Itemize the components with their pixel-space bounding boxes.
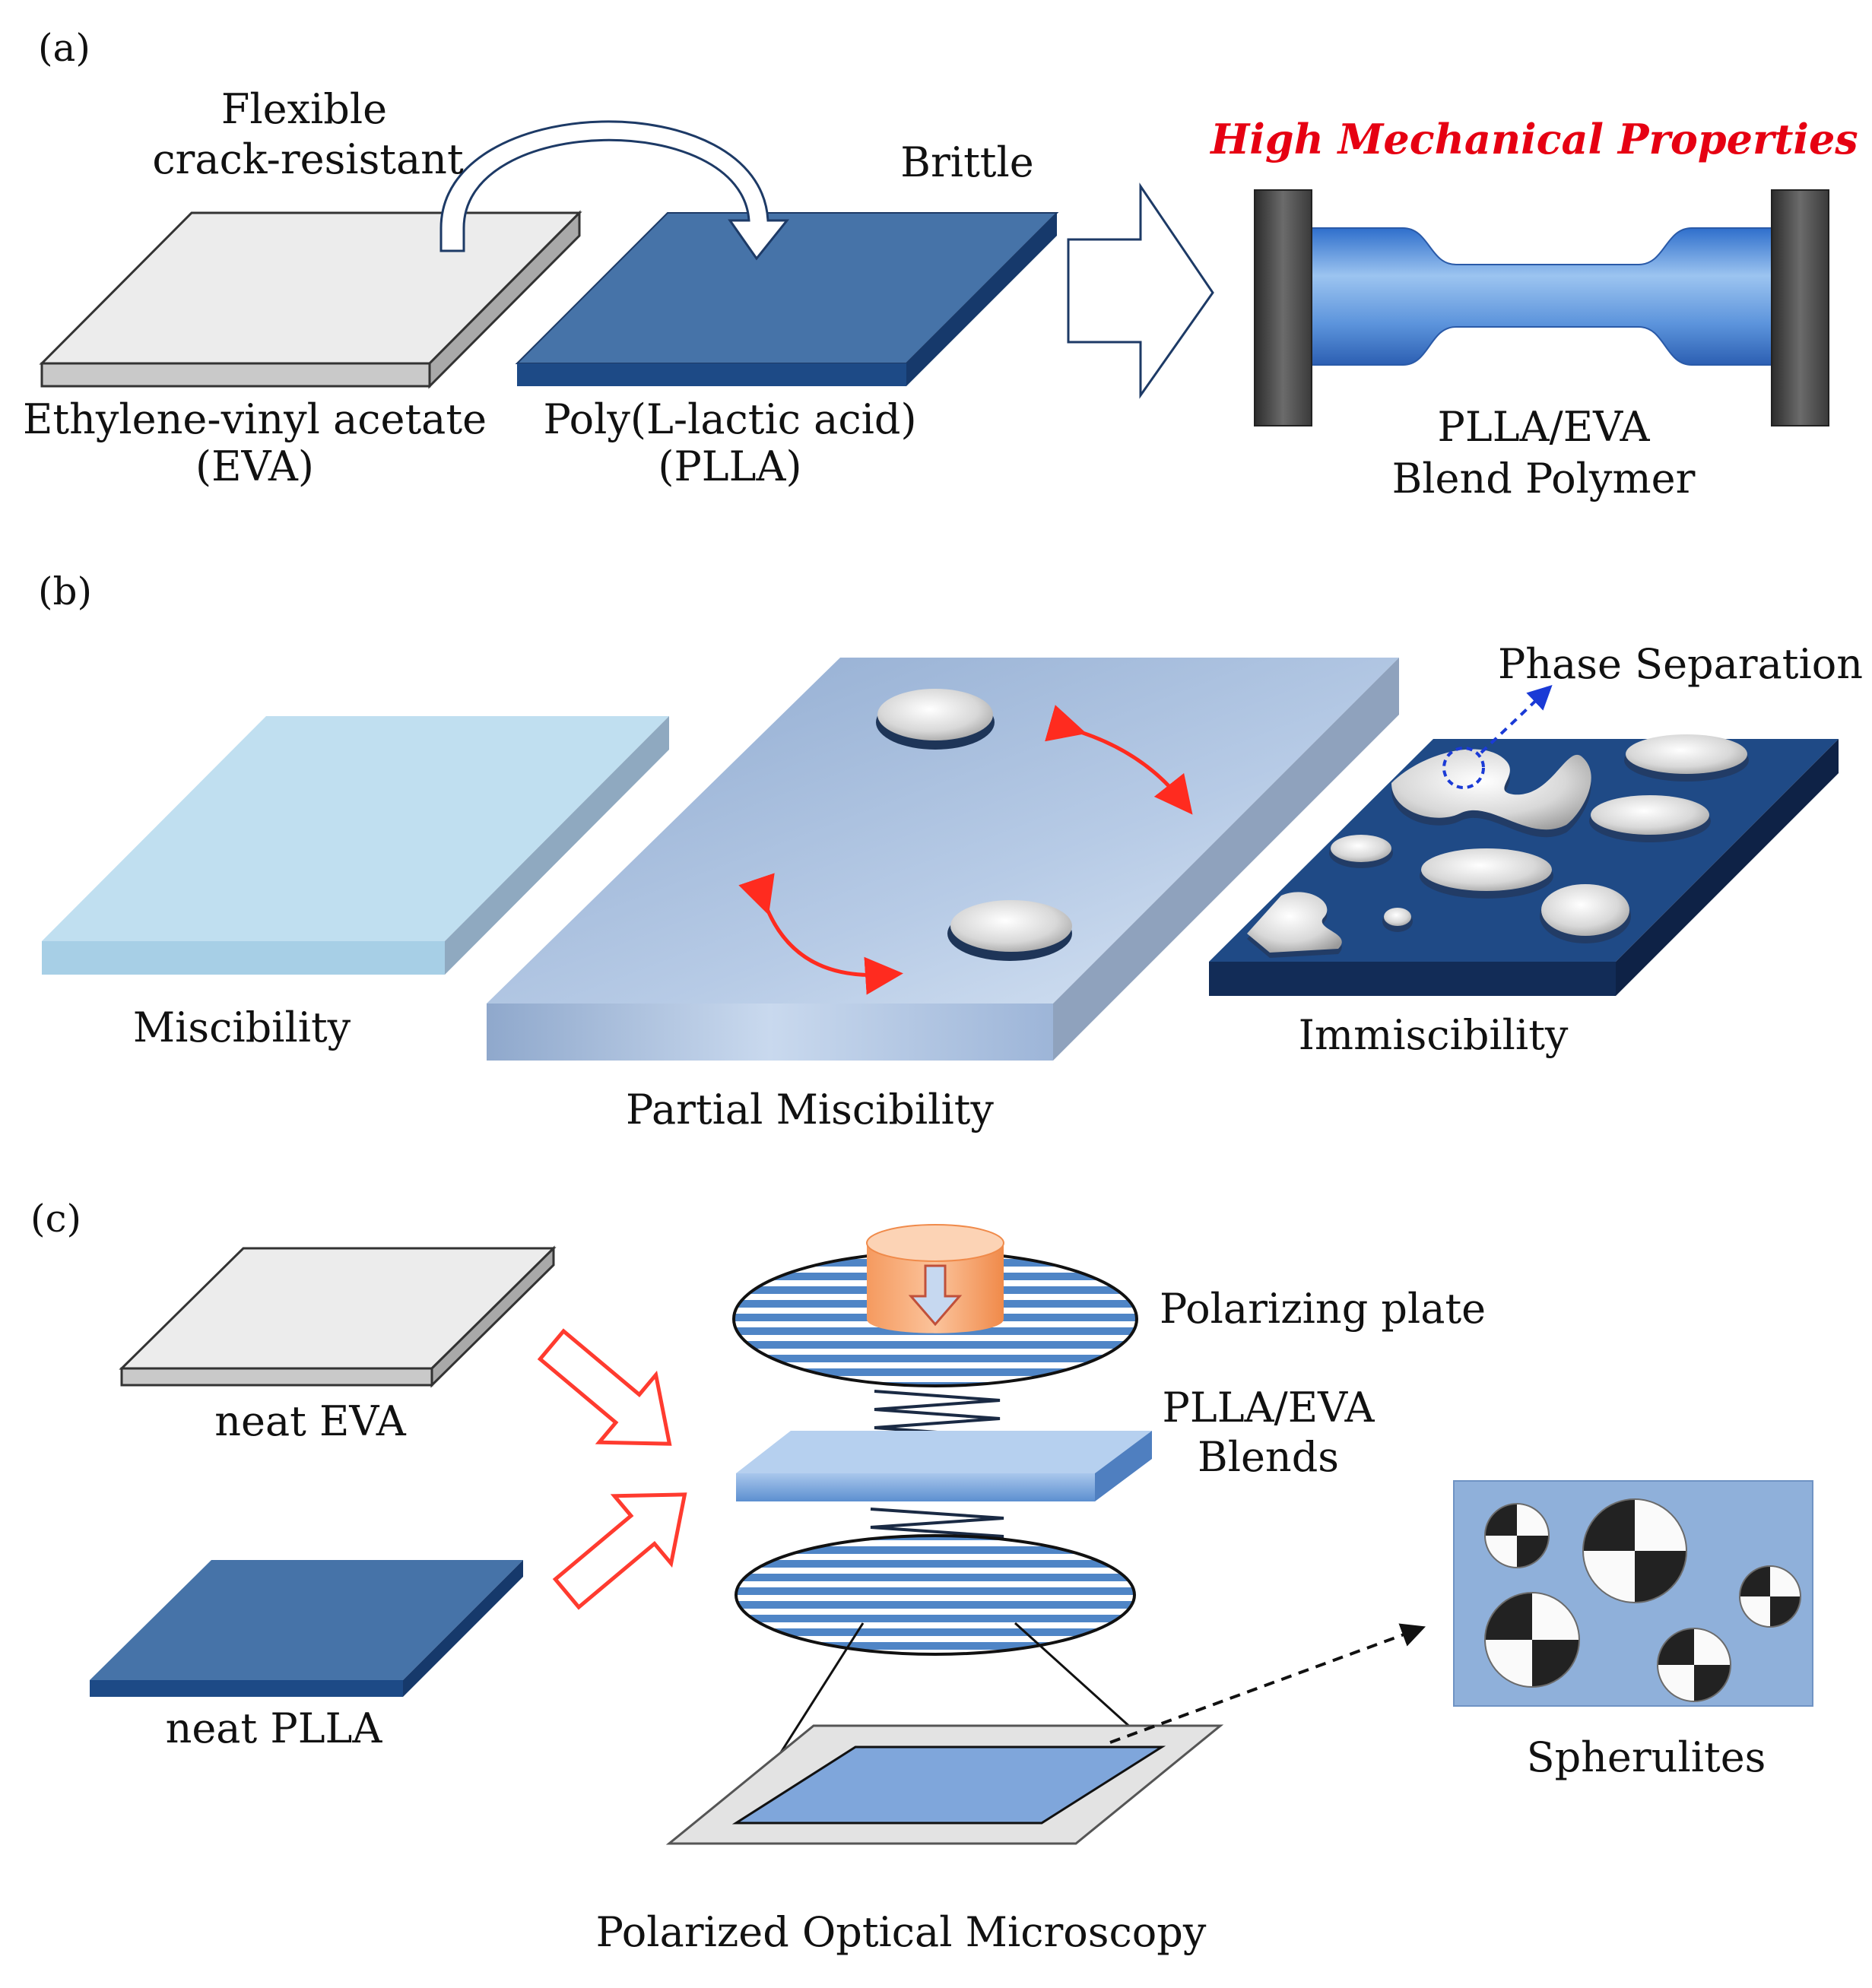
neat-plla-sheet [90,1560,523,1697]
phase-separation-label: Phase Separation [1498,640,1863,688]
bottom-polarizer [735,1534,1136,1656]
plla-sheet [515,212,1059,386]
eva-note-line1: Flexible [221,85,387,133]
result-label-line1: PLLA/EVA [1438,403,1651,451]
miscible-slab [42,716,669,975]
blends-label-line1: PLLA/EVA [1163,1384,1375,1432]
panel-b: (b) Miscibility Partial Miscibility [38,569,1863,1134]
immiscible-slab [1209,739,1839,996]
spherulite [1582,1498,1687,1603]
tensile-specimen [1254,189,1829,426]
spherulite [1484,1503,1550,1568]
phase-separation-marker [1442,747,1485,789]
phase-separation-arrow [1480,684,1553,754]
plla-note: Brittle [900,138,1033,186]
spherulite [1657,1628,1731,1702]
red-curved-arrow-1 [1045,705,1193,815]
immiscible-domains [1247,734,1749,958]
blends-label-line2: Blends [1198,1433,1339,1481]
eva-note-line2: crack-resistant [152,135,464,183]
panel-c-letter: (c) [30,1197,81,1241]
pom-label: Polarized Optical Microscopy [596,1908,1207,1956]
neat-eva-sheet [119,1245,557,1388]
spherulite [1739,1565,1801,1628]
light-down-arrow [908,1264,963,1327]
eva-sheet [39,210,582,389]
panel-c: (c) neat EVA neat PLLA [30,1197,1813,1956]
red-hollow-arrow-1 [537,1328,672,1446]
miscibility-label: Miscibility [133,1004,351,1051]
panel-b-letter: (b) [38,569,92,614]
neat-plla-label: neat PLLA [166,1704,383,1752]
panel-a: (a) Flexible crack-resistant Brittle Eth… [23,26,1858,503]
polarizing-plate-label: Polarizing plate [1160,1285,1486,1333]
partial-blob-1 [876,689,995,750]
red-hollow-arrow-2 [552,1492,687,1610]
partial-blob-2 [947,900,1072,961]
panel-a-letter: (a) [38,26,90,70]
plla-label-line1: Poly(L-lactic acid) [543,395,916,443]
spherulite-image [1453,1480,1813,1707]
result-label-line2: Blend Polymer [1392,455,1696,503]
sample-slide [736,1431,1152,1501]
plla-label-line2: (PLLA) [658,442,801,490]
eva-label-line2: (EVA) [195,442,314,490]
spherulite [1484,1592,1580,1688]
result-headline: High Mechanical Properties [1209,115,1858,163]
result-arrow [1067,182,1214,399]
microscope-stage [665,1724,1224,1845]
immiscibility-label: Immiscibility [1299,1011,1569,1059]
spherulites-label: Spherulites [1527,1733,1766,1781]
eva-label-line1: Ethylene-vinyl acetate [23,395,487,443]
partial-miscibility-label: Partial Miscibility [626,1086,994,1134]
red-curved-arrow-2 [738,873,903,995]
transfer-arrow [439,120,790,261]
neat-eva-label: neat EVA [214,1397,407,1445]
